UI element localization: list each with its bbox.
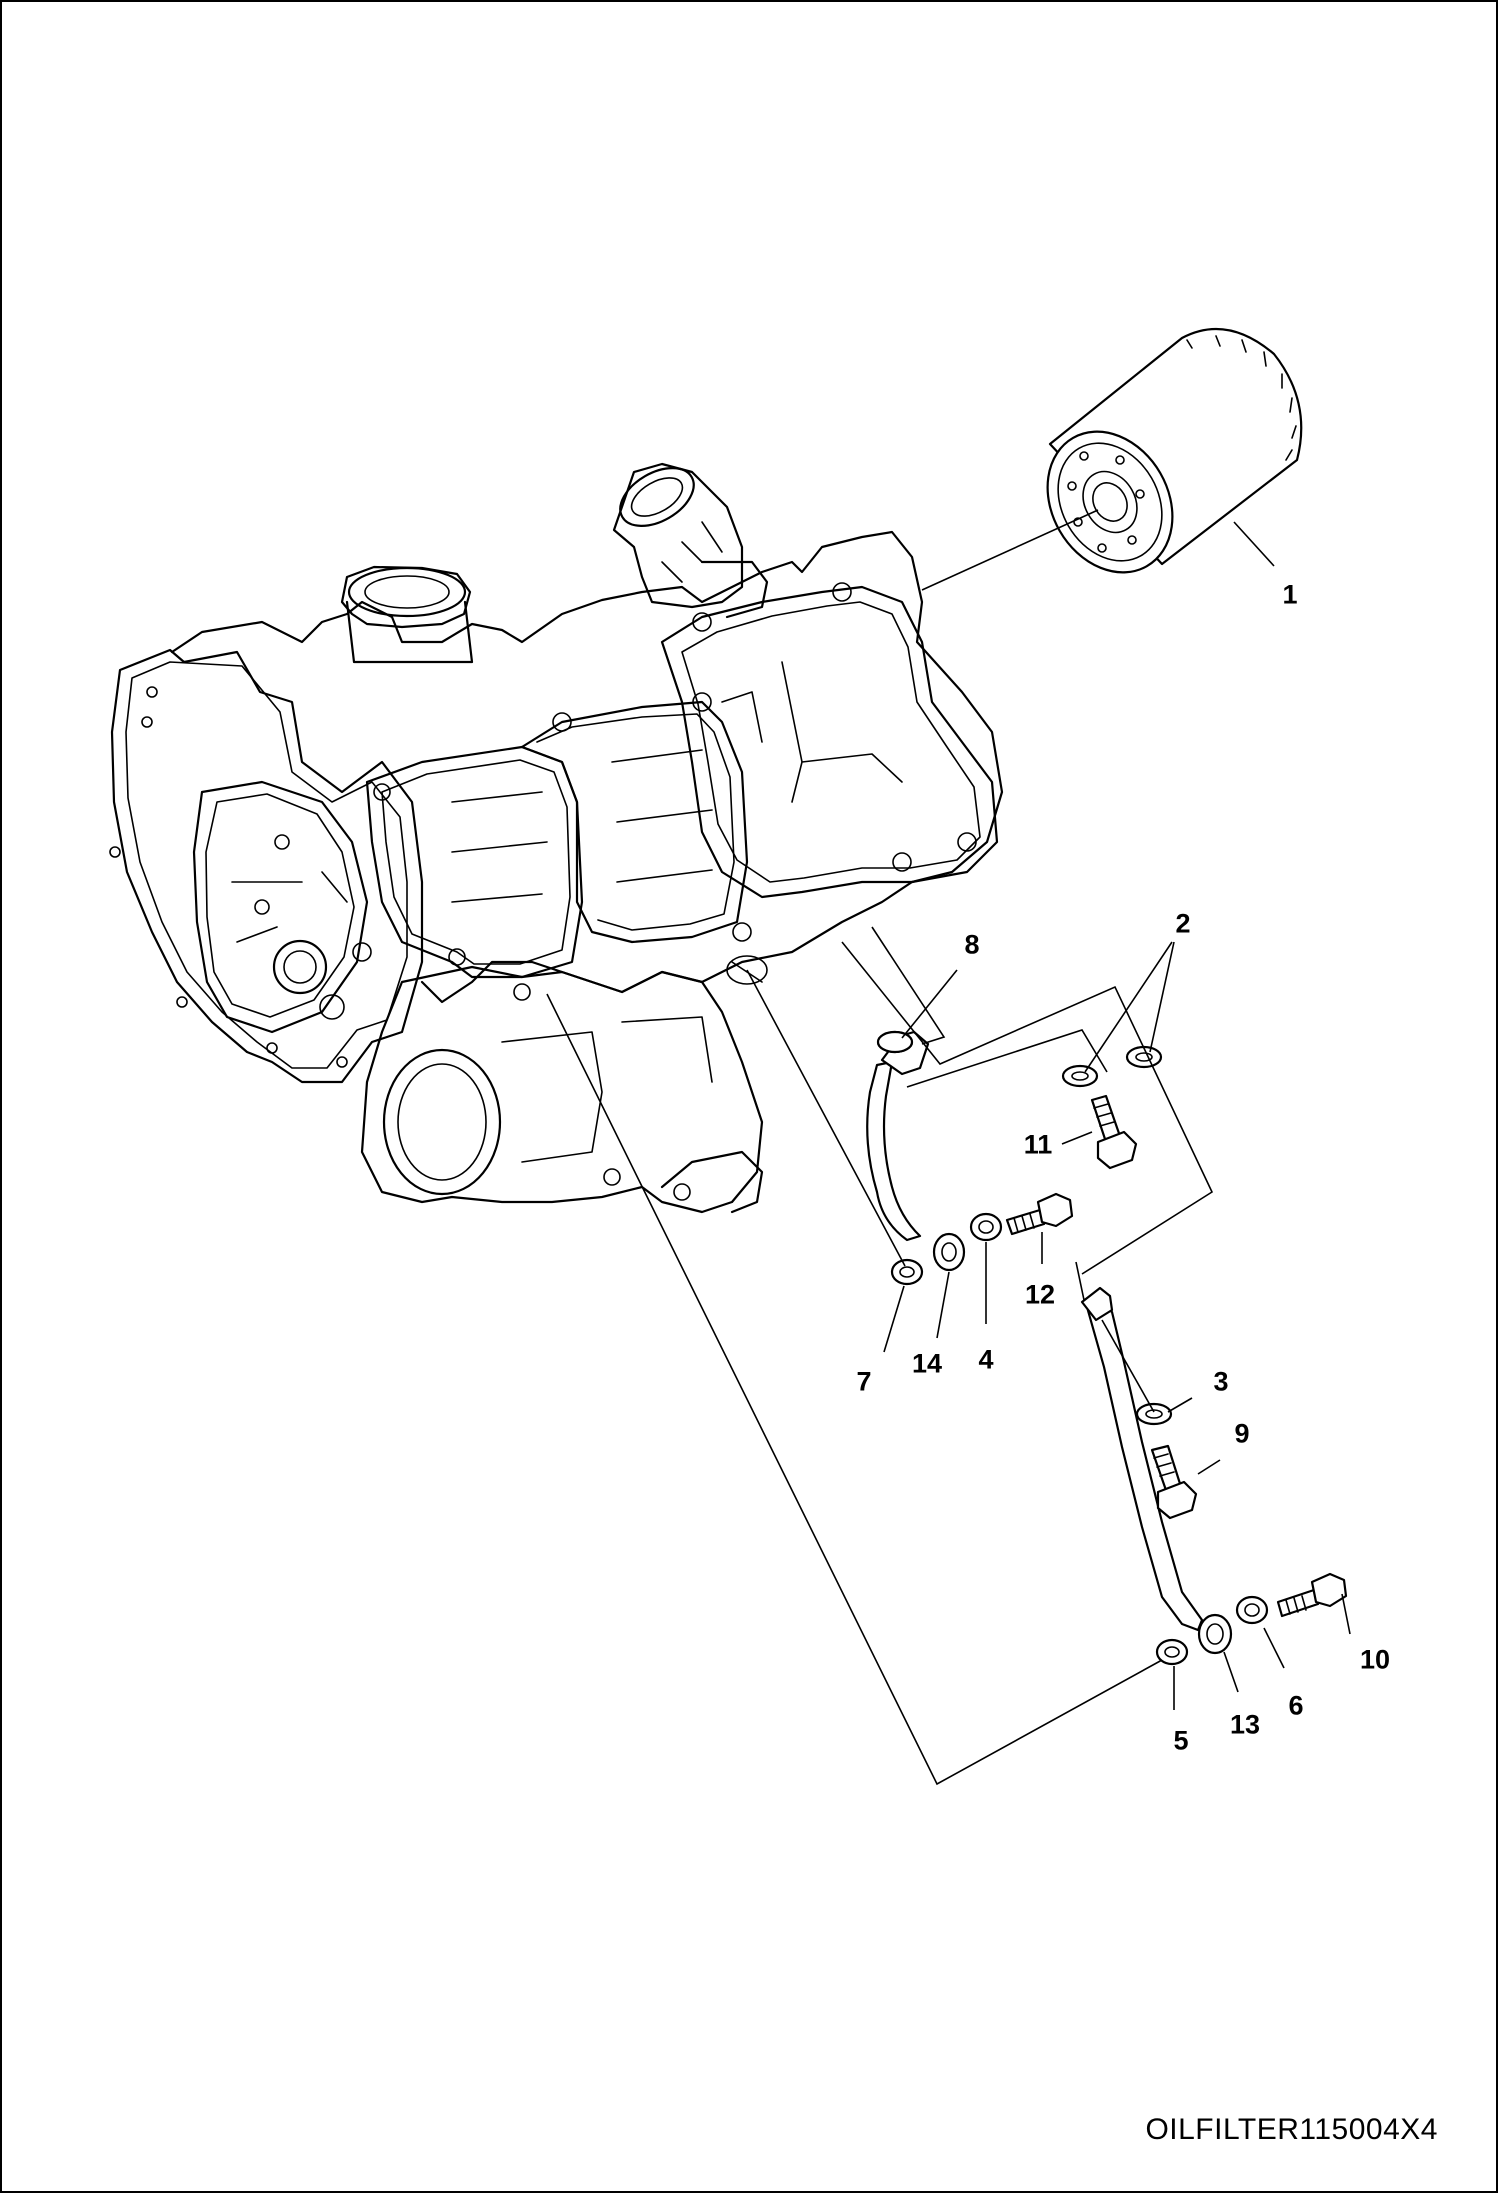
washer-part-7 (890, 1258, 924, 1286)
callout-4: 4 (978, 1344, 994, 1375)
washer-part-3 (1135, 1402, 1173, 1426)
callout-9: 9 (1234, 1418, 1250, 1449)
oil-pipe-part-14 (866, 1030, 966, 1272)
callout-2: 2 (1175, 908, 1191, 939)
washer-part-6 (1235, 1595, 1269, 1625)
washer-part-4 (969, 1212, 1003, 1242)
oil-pipe-part-13 (1080, 1286, 1233, 1655)
callout-5: 5 (1173, 1725, 1189, 1756)
leader-lines (546, 509, 1351, 1786)
engine-crankcase (109, 462, 1004, 1214)
callout-13: 13 (1229, 1709, 1261, 1740)
banjo-bolt-part-9 (1150, 1444, 1198, 1520)
callout-12: 12 (1024, 1279, 1056, 1310)
figure-code: OILFILTER115004X4 (1145, 2113, 1438, 2146)
banjo-bolt-part-10 (1276, 1572, 1348, 1618)
callout-6: 6 (1288, 1690, 1304, 1721)
washer-part-8 (876, 1030, 914, 1054)
callout-7: 7 (856, 1366, 872, 1397)
oil-filter-part-1 (1046, 327, 1303, 574)
banjo-bolt-part-12 (1005, 1192, 1074, 1236)
banjo-bolt-part-11 (1090, 1094, 1138, 1170)
callout-10: 10 (1359, 1644, 1391, 1675)
callout-8: 8 (964, 929, 980, 960)
callout-1: 1 (1282, 579, 1298, 610)
washer-part-5 (1155, 1638, 1189, 1666)
washer-part-2c (1125, 1045, 1163, 1069)
callout-11: 11 (1023, 1129, 1053, 1160)
callout-3: 3 (1213, 1366, 1229, 1397)
washer-part-2b (1061, 1064, 1099, 1088)
callout-14: 14 (911, 1348, 943, 1379)
